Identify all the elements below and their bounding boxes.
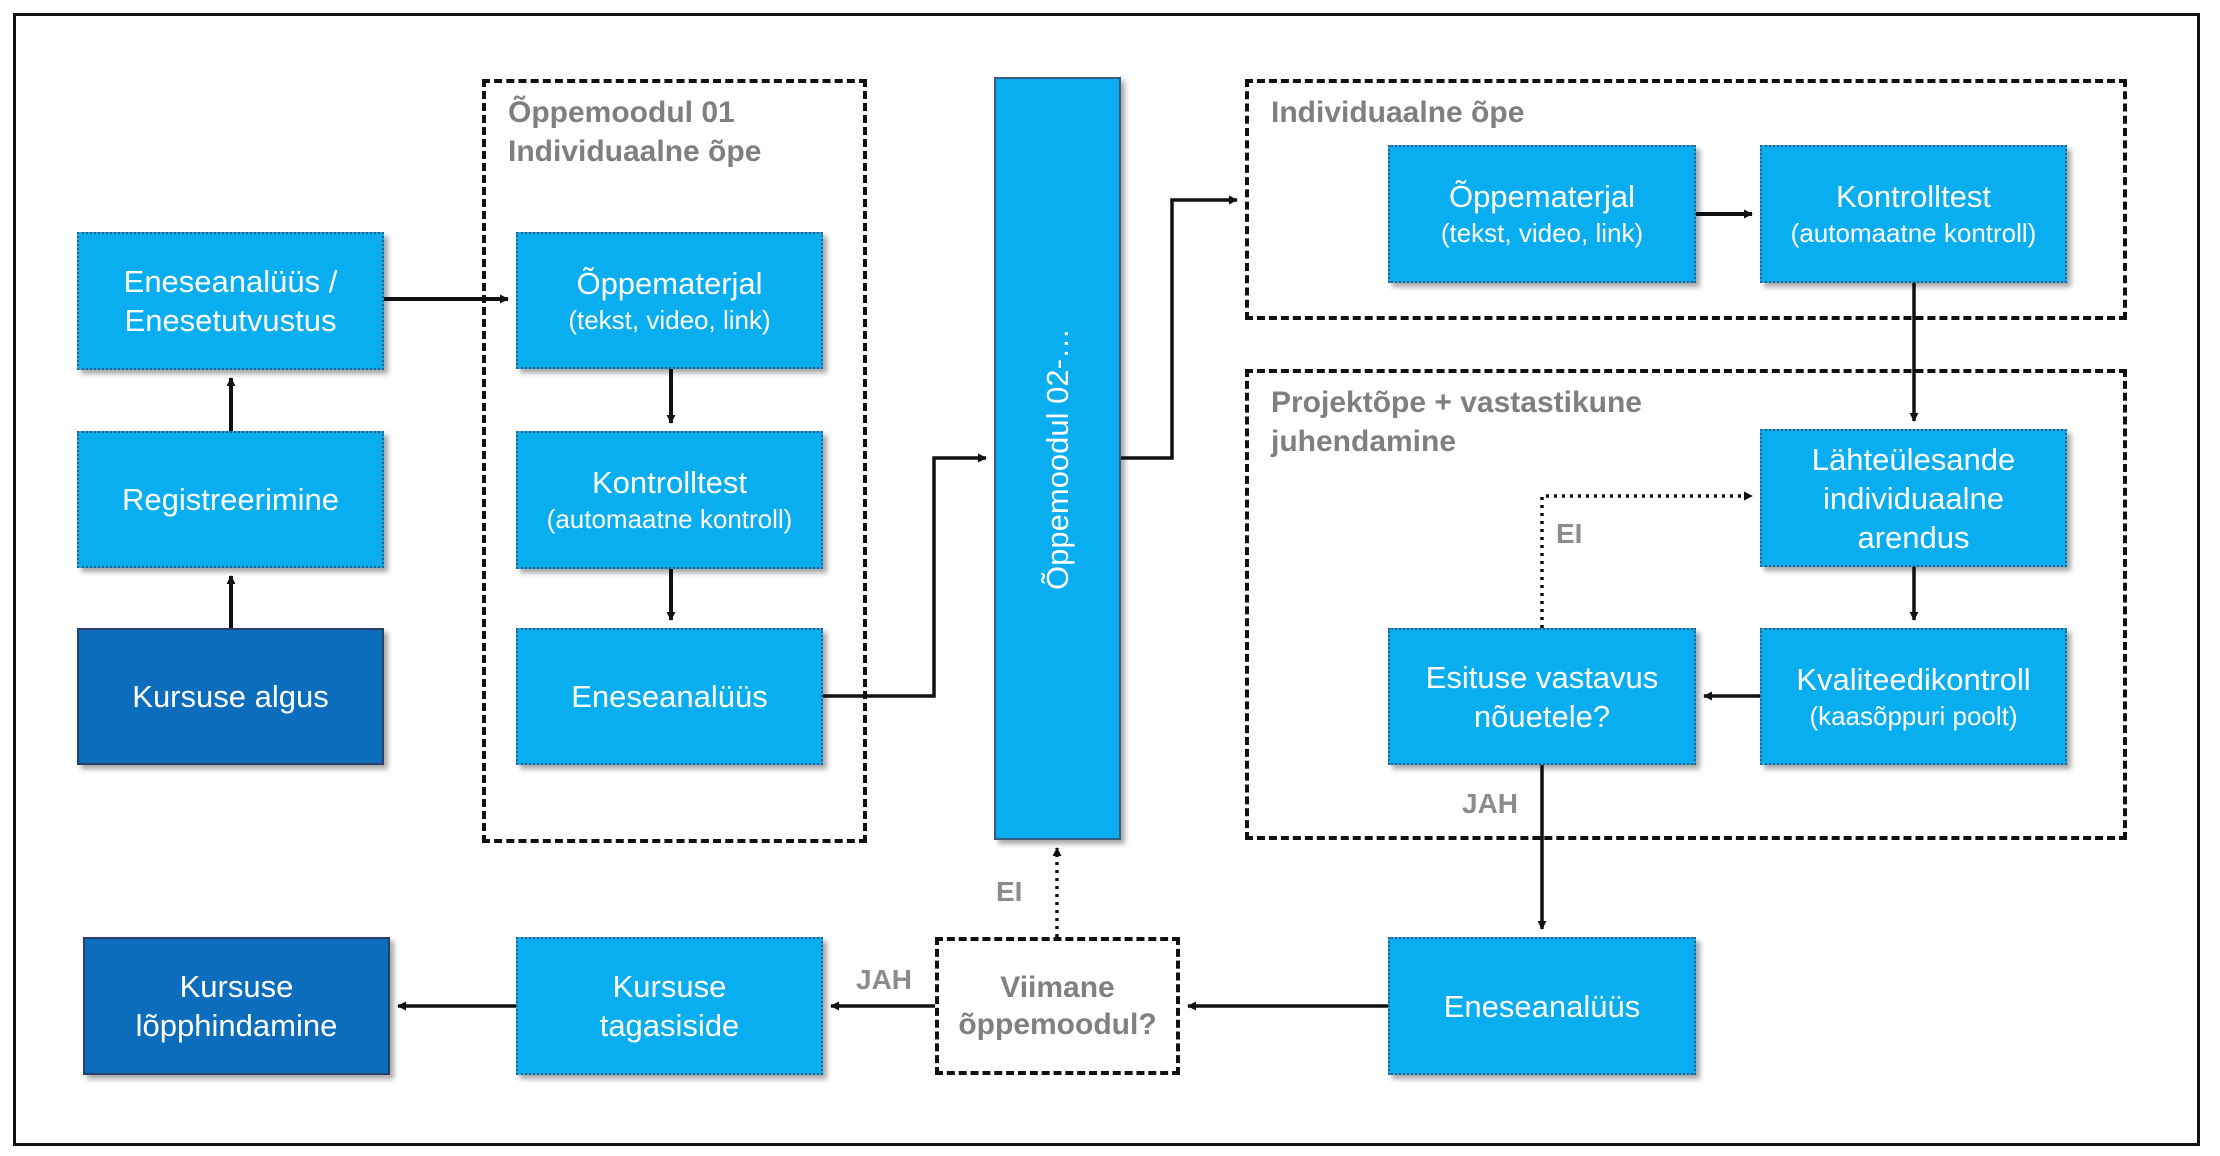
node-label: Eneseanalüüs: [1443, 988, 1641, 1024]
node-proj-eneseanaluus: Eneseanalüüs: [1388, 937, 1696, 1075]
node-ind-oppematerjal: Õppematerjal (tekst, video, link): [1388, 145, 1696, 283]
node-sublabel: (kaasõppuri poolt): [1809, 700, 2018, 731]
node-m1-oppematerjal: Õppematerjal (tekst, video, link): [516, 232, 823, 369]
node-kvaliteedikontroll: Kvaliteedikontroll (kaasõppuri poolt): [1760, 628, 2067, 765]
group-project: Projektõpe + vastastikune juhendamine: [1245, 369, 2127, 840]
node-viimane-oppemoodul: Viimane õppemoodul?: [935, 937, 1180, 1075]
node-kursuse-lopphindamine: Kursuse lõpphindamine: [83, 937, 390, 1075]
diagram-frame: [13, 13, 2200, 1146]
node-label: Lähteülesande: [1811, 441, 2016, 477]
node-eneseanaluus-enesetutvustus: Eneseanalüüs / Enesetutvustus: [77, 232, 384, 370]
group-individual-title: Individuaalne õpe: [1271, 96, 1525, 129]
group-project-title: Projektõpe + vastastikune juhendamine: [1271, 383, 1642, 461]
group-title-line: juhendamine: [1271, 425, 1457, 458]
node-label: Eneseanalüüs: [571, 679, 768, 714]
node-label: Õppematerjal: [576, 265, 763, 301]
node-label: Kontrolltest: [591, 465, 748, 500]
node-label: Kursuse algus: [132, 679, 329, 714]
edge-module02-to-individual: [1121, 195, 1238, 460]
node-label: individuaalne: [1823, 480, 2004, 516]
group-title-line: Õppemoodul 01: [508, 96, 735, 129]
node-label: tagasiside: [599, 1008, 740, 1043]
edge-m1-eneseanaluus-to-module02: [823, 453, 987, 698]
node-label: Õppematerjal: [1448, 179, 1636, 214]
node-label: arendus: [1857, 519, 1970, 555]
node-esituse-vastavus: Esituse vastavus nõuetele?: [1388, 628, 1696, 765]
node-label: Viimane: [1000, 971, 1115, 1004]
node-label: lõpphindamine: [135, 1008, 338, 1043]
node-m1-eneseanaluus: Eneseanalüüs: [516, 628, 823, 765]
group-individual: Individuaalne õpe: [1245, 79, 2127, 320]
group-module-01: Õppemoodul 01 Individuaalne õpe: [482, 79, 867, 843]
node-kursuse-tagasiside: Kursuse tagasiside: [516, 937, 823, 1075]
edge-esitus-no-to-lahteulesanne: [1540, 491, 1753, 628]
node-label: Enesetutvustus: [124, 303, 337, 338]
edge-label-esitus-no: EI: [1556, 518, 1583, 549]
group-title-line: Projektõpe + vastastikune: [1271, 386, 1642, 419]
node-sublabel: (tekst, video, link): [1440, 218, 1644, 248]
node-ind-kontrolltest: Kontrolltest (automaatne kontroll): [1760, 145, 2067, 283]
node-lahteulesanne: Lähteülesande individuaalne arendus: [1760, 429, 2067, 567]
group-module-01-title: Õppemoodul 01 Individuaalne õpe: [508, 93, 761, 171]
edge-label-viimane-no: EI: [996, 876, 1023, 907]
node-kursuse-algus: Kursuse algus: [77, 628, 384, 765]
node-label: Kontrolltest: [1835, 179, 1992, 214]
node-label: Kvaliteedikontroll: [1796, 661, 2031, 697]
node-label: Registreerimine: [121, 482, 340, 517]
node-m1-kontrolltest: Kontrolltest (automaatne kontroll): [516, 431, 823, 569]
node-label: Kursuse: [179, 969, 294, 1004]
node-label: Esituse vastavus: [1425, 659, 1659, 695]
node-label: õppemoodul?: [958, 1008, 1157, 1041]
edge-label-esitus-yes: JAH: [1462, 788, 1519, 819]
node-sublabel: (automaatne kontroll): [1790, 218, 2037, 248]
node-label: Kursuse: [612, 969, 727, 1004]
edge-label-viimane-yes: JAH: [856, 964, 913, 995]
node-label: Eneseanalüüs /: [123, 264, 338, 299]
node-sublabel: (tekst, video, link): [568, 304, 771, 335]
node-label: nõuetele?: [1473, 698, 1611, 734]
node-registreerimine: Registreerimine: [77, 431, 384, 568]
node-module-02: Õppemoodul 02-…: [994, 77, 1121, 840]
node-sublabel: (automaatne kontroll): [546, 504, 793, 534]
group-title-line: Individuaalne õpe: [508, 135, 762, 168]
